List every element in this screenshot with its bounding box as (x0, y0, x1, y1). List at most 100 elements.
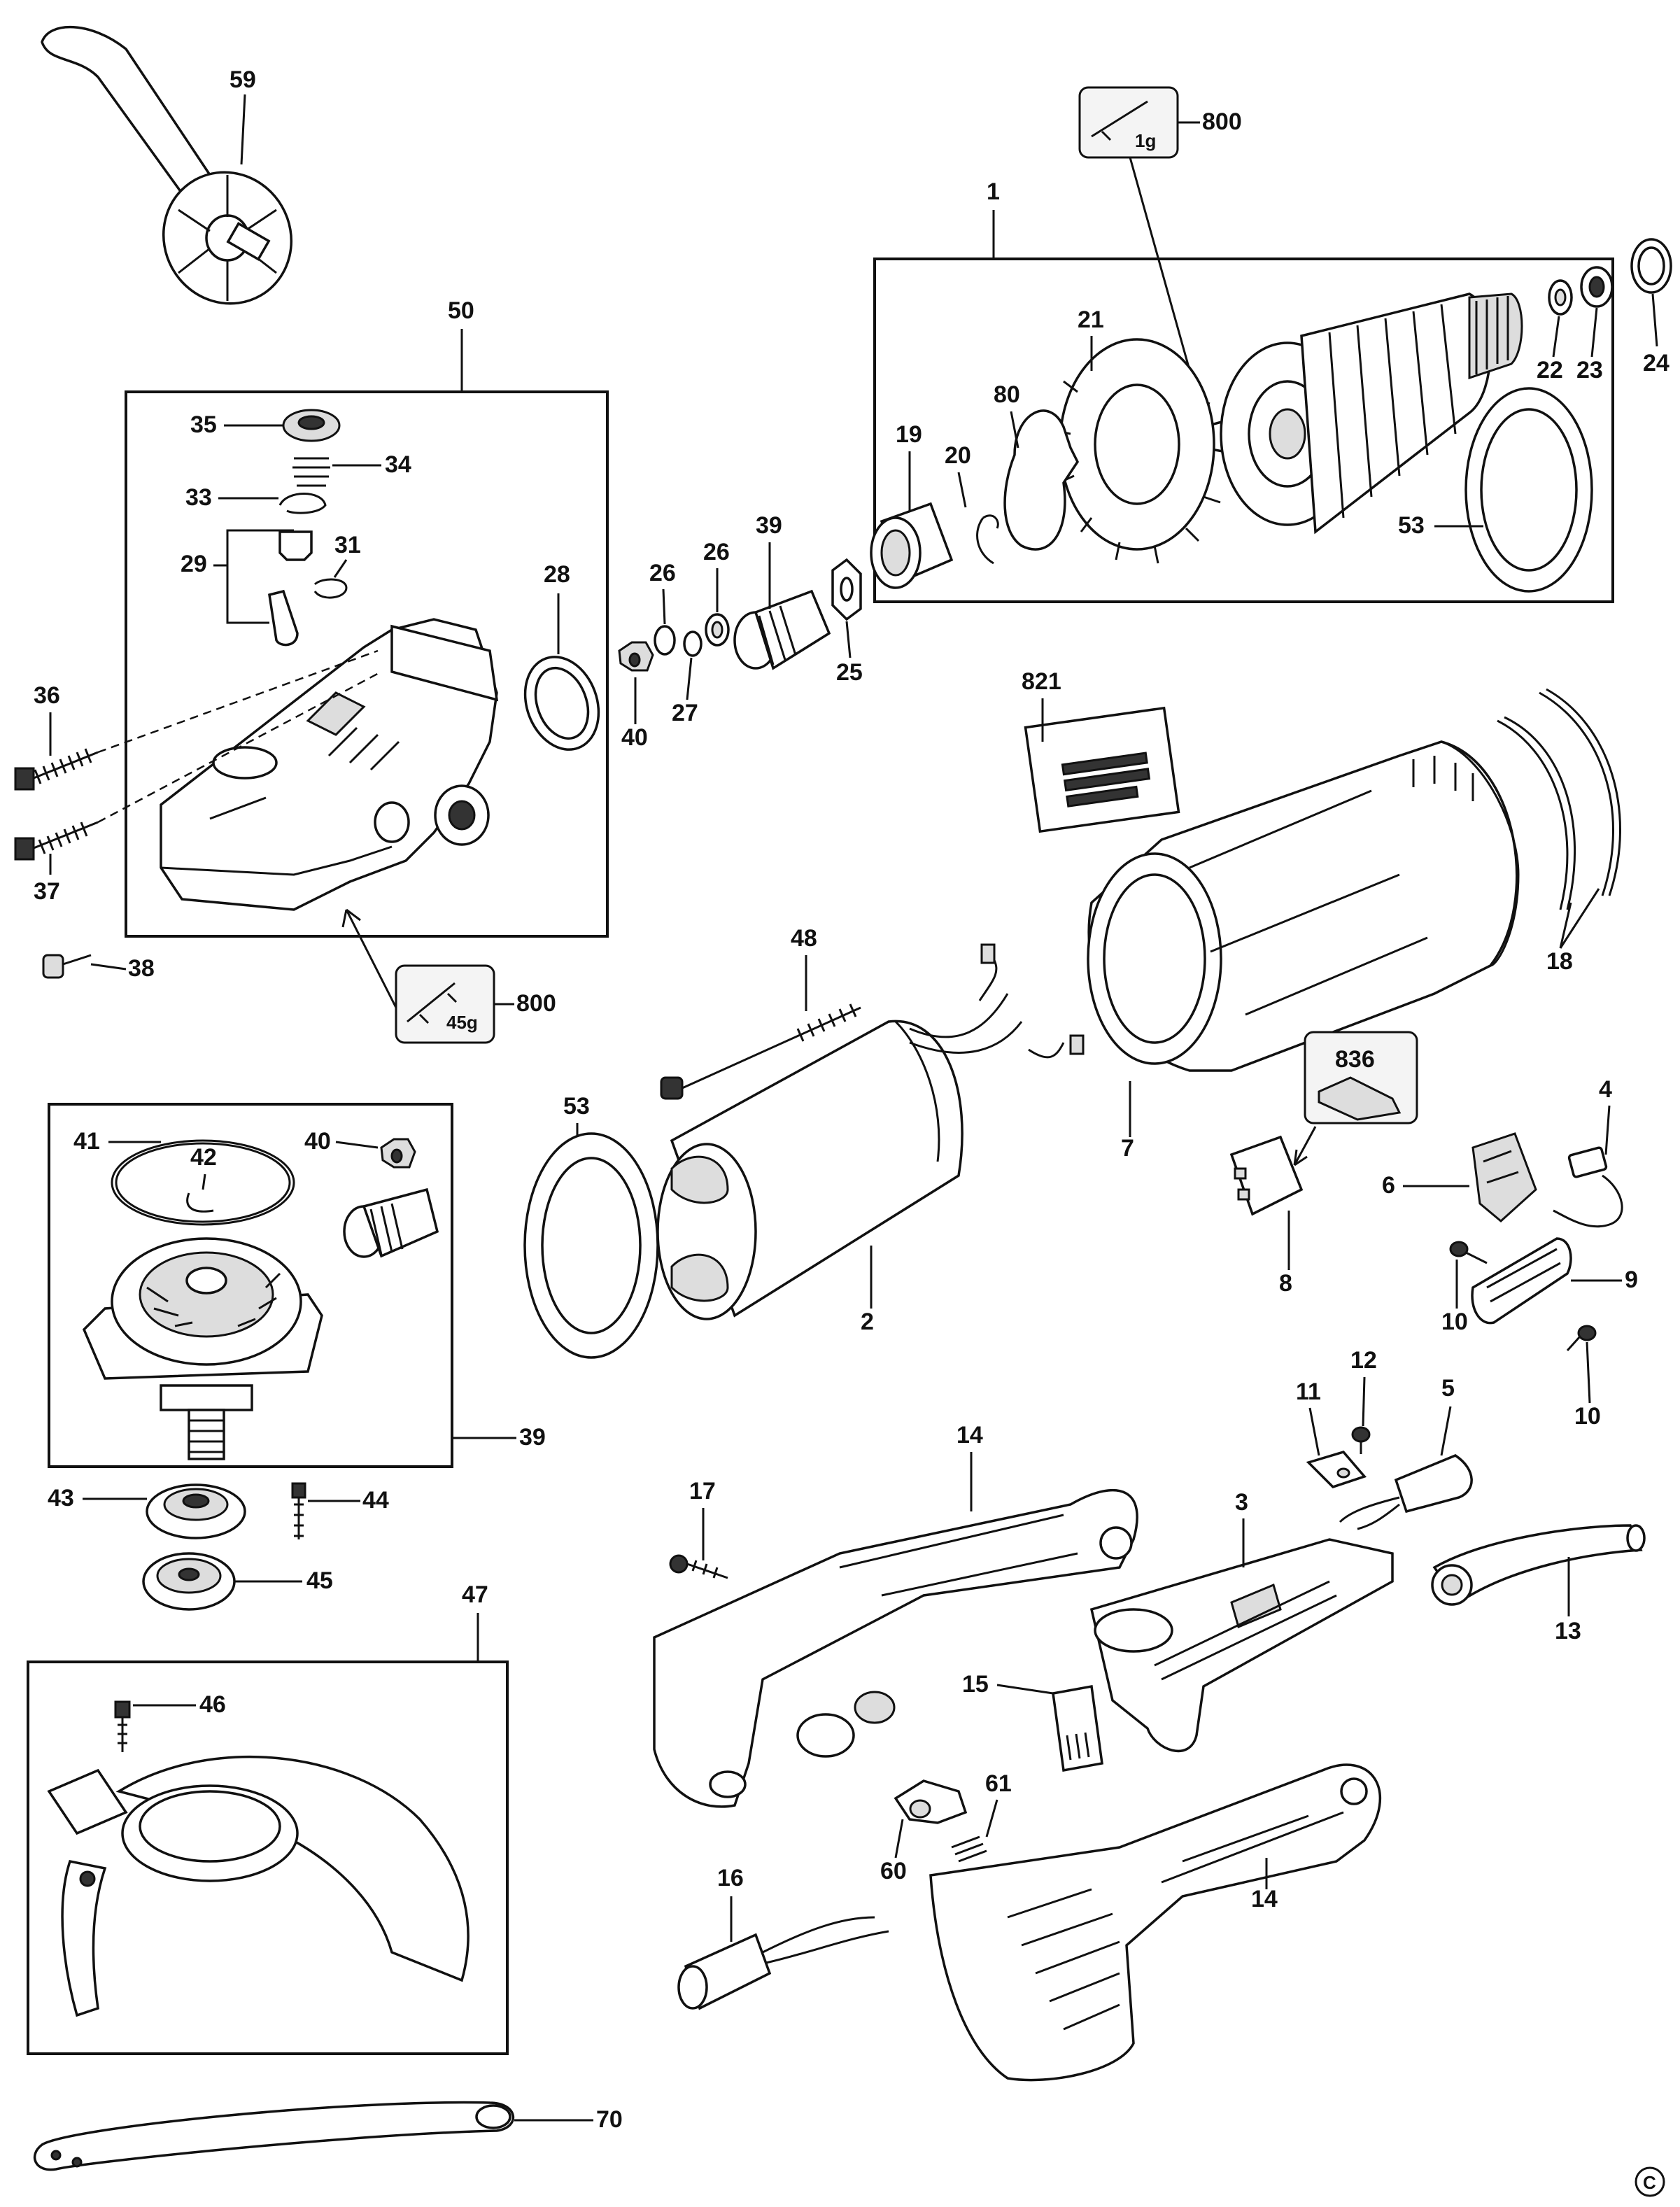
fan-21 (1052, 338, 1221, 564)
grease-weight-45g: 45g (446, 1012, 478, 1033)
label-22: 22 (1537, 357, 1563, 383)
gasket-25 (831, 558, 862, 621)
leader-25 (845, 621, 852, 658)
label-28: 28 (544, 561, 570, 588)
arrow-800-bottom (341, 908, 397, 1008)
through-bolt-48 (660, 1003, 861, 1100)
field-stator-2 (656, 993, 1023, 1320)
leader-42 (202, 1173, 206, 1190)
leader-20 (957, 472, 967, 508)
washer-26a (705, 613, 730, 647)
label-4: 4 (1599, 1076, 1612, 1103)
cable-clamp-11 (1306, 1450, 1367, 1489)
brush-cover-9 (1471, 1237, 1572, 1325)
screw-12 (1351, 1426, 1371, 1454)
label-35: 35 (190, 411, 217, 438)
baffle-80 (1003, 409, 1080, 551)
label-34: 34 (385, 451, 411, 478)
label-18: 18 (1546, 948, 1573, 975)
label-821: 821 (1022, 668, 1061, 695)
copyright-text: C (1643, 2172, 1656, 2193)
label-8: 8 (1279, 1270, 1292, 1297)
dash-36 (97, 649, 379, 754)
guard-box-47 (27, 1660, 509, 2055)
switch-3 (1089, 1538, 1394, 1753)
leader-31 (333, 559, 348, 578)
label-41: 41 (73, 1128, 100, 1155)
leader-60 (894, 1819, 904, 1859)
leader-18 (1559, 888, 1600, 949)
arrow-836 (1293, 1126, 1317, 1166)
washer-26b (654, 625, 676, 656)
retaining-ring-33 (278, 493, 327, 514)
label-45: 45 (306, 1567, 333, 1594)
label-9: 9 (1625, 1267, 1638, 1293)
label-59: 59 (230, 66, 256, 93)
oring-41 (111, 1139, 295, 1226)
leader-27 (686, 657, 693, 700)
nut-40-bottom (380, 1138, 416, 1169)
screw-44 (291, 1482, 306, 1539)
pinion-39-small (343, 1187, 439, 1258)
label-10-right: 10 (1574, 1403, 1601, 1430)
bearing-35 (282, 409, 341, 442)
leader-23 (1590, 307, 1598, 358)
screw-10b (1566, 1325, 1597, 1352)
leader-40-bottom (335, 1141, 379, 1149)
label-plate-15 (1052, 1684, 1103, 1772)
label-14-bottom: 14 (1251, 1886, 1278, 1912)
spring-34 (292, 457, 330, 487)
clamp-rings-18 (1497, 688, 1622, 910)
screw-38 (42, 954, 92, 979)
rear-handle-half-14-top (653, 1488, 1138, 1808)
label-800-top: 800 (1202, 108, 1242, 135)
label-15: 15 (962, 1671, 989, 1698)
bracket-tag-836 (1304, 1031, 1418, 1124)
cord-protector-13 (1431, 1524, 1646, 1606)
label-25: 25 (836, 659, 863, 686)
label-12: 12 (1350, 1347, 1377, 1374)
label-5: 5 (1441, 1375, 1455, 1402)
lock-pin-29 (268, 530, 313, 647)
spindle-gear-assembly (82, 1237, 323, 1460)
washer-27 (683, 630, 703, 657)
label-43: 43 (48, 1485, 74, 1511)
label-21: 21 (1078, 306, 1104, 333)
washer-22 (1548, 279, 1573, 316)
spring-61 (951, 1835, 987, 1863)
rear-handle-half-14-bottom (929, 1763, 1382, 2082)
brush-holder-6 (1471, 1132, 1537, 1222)
label-11: 11 (1296, 1379, 1321, 1405)
wheel-guard-47 (47, 1755, 470, 2017)
label-39-bottom: 39 (519, 1424, 546, 1451)
label-13: 13 (1555, 1618, 1581, 1644)
nut-40-top (618, 641, 654, 672)
spanner-70 (34, 2101, 515, 2171)
label-42: 42 (190, 1144, 217, 1171)
label-14-top: 14 (957, 1422, 983, 1448)
label-46: 46 (199, 1691, 226, 1718)
label-70: 70 (596, 2106, 623, 2133)
label-24: 24 (1643, 350, 1670, 376)
leader-59 (240, 94, 246, 165)
label-48: 48 (791, 925, 817, 952)
ring-42 (186, 1192, 214, 1213)
switch-lever-60 (894, 1779, 968, 1824)
screw-36 (14, 748, 99, 791)
gear-case-50 (160, 618, 499, 911)
label-38: 38 (128, 955, 155, 982)
leader-61 (985, 1799, 998, 1838)
label-29: 29 (181, 551, 207, 577)
label-27: 27 (672, 700, 698, 726)
bearing-23 (1580, 266, 1614, 308)
brush-4 (1553, 1146, 1623, 1228)
leader-12 (1362, 1376, 1366, 1427)
flange-43 (146, 1483, 246, 1539)
nut-45 (142, 1552, 236, 1611)
label-80: 80 (994, 381, 1020, 408)
label-6: 6 (1382, 1172, 1395, 1199)
screw-10a (1449, 1241, 1488, 1264)
leader-10-right (1586, 1341, 1591, 1404)
leader-4 (1604, 1105, 1611, 1155)
